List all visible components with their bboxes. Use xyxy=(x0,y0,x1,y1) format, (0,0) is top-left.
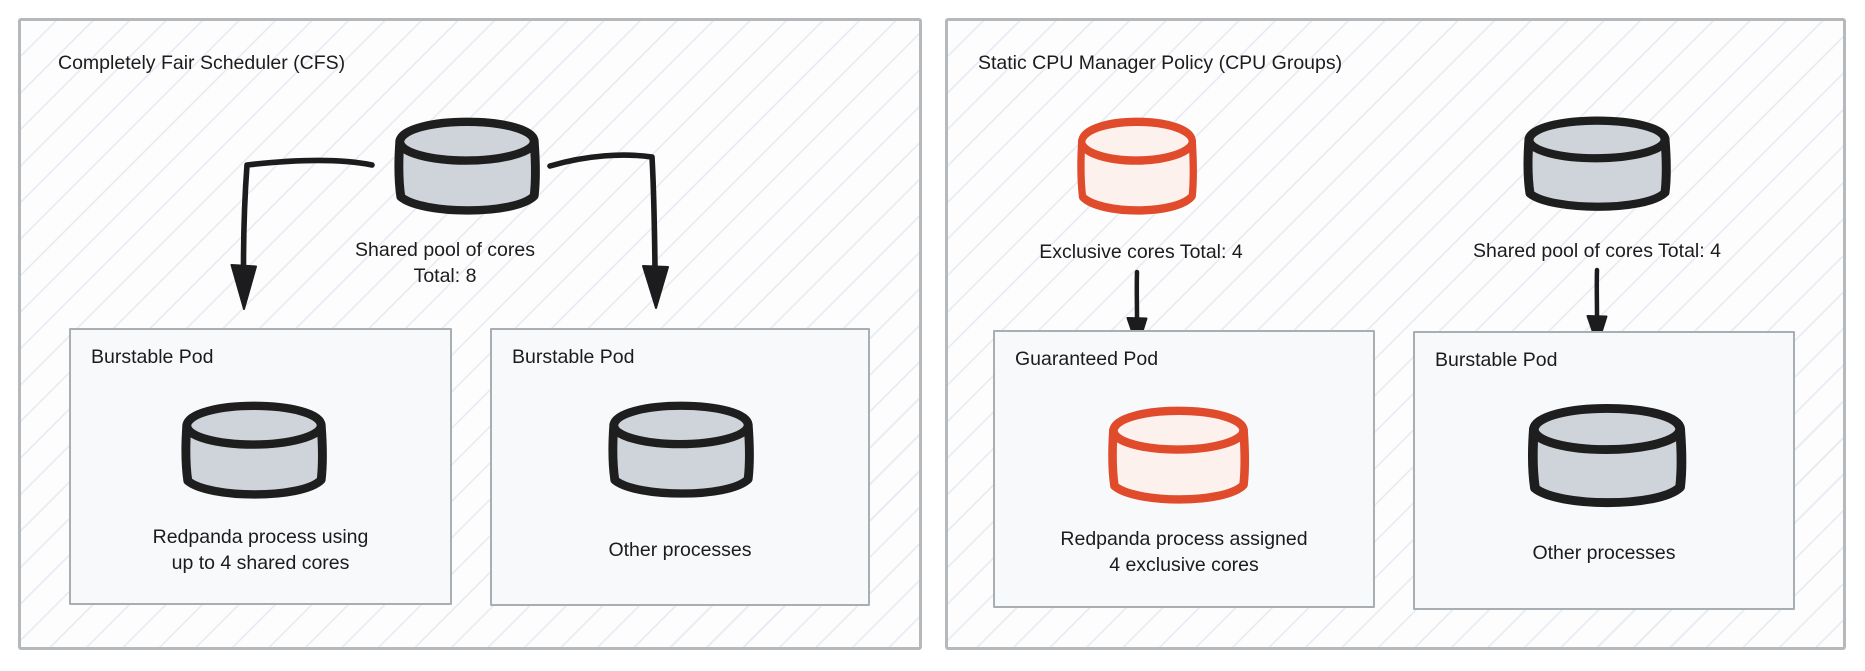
pod-caption-line1: Other processes xyxy=(608,539,752,561)
static-policy-panel-title: Static CPU Manager Policy (CPU Groups) xyxy=(978,52,1343,74)
shared-pool-cylinder-icon xyxy=(1517,112,1677,219)
cfs-elbow-arrow-left-icon xyxy=(230,157,375,310)
exclusive-cores-label: Exclusive cores Total: 4 xyxy=(1039,241,1243,263)
pod-title: Burstable Pod xyxy=(512,346,635,368)
pod-cylinder-icon xyxy=(1521,399,1693,516)
static-burstable-pod: Burstable Pod Other processes xyxy=(1413,331,1795,610)
pod-title: Burstable Pod xyxy=(91,346,214,368)
pod-cylinder-icon xyxy=(175,397,333,507)
pod-caption-line1: Other processes xyxy=(1532,542,1676,564)
cfs-shared-pool-label-line1: Shared pool of cores xyxy=(355,239,535,261)
pod-caption-line1: Redpanda process using xyxy=(152,526,369,548)
cfs-shared-pool-cylinder-icon xyxy=(388,113,546,223)
shared-pool-label: Shared pool of cores Total: 4 xyxy=(1473,240,1721,262)
cfs-shared-pool-label: Shared pool of cores Total: 8 xyxy=(295,237,595,289)
cfs-burstable-pod-other: Burstable Pod Other processes xyxy=(490,328,870,606)
pod-cylinder-icon xyxy=(1102,402,1255,512)
exclusive-cores-cylinder-icon xyxy=(1072,113,1202,223)
pod-caption: Redpanda process assigned 4 exclusive co… xyxy=(995,522,1373,582)
pod-caption-line1: Redpanda process assigned xyxy=(1060,528,1308,550)
guaranteed-pod: Guaranteed Pod Redpanda process assigned… xyxy=(993,330,1375,608)
arrow-shared-to-burstable-icon xyxy=(1586,267,1608,346)
pod-caption: Other processes xyxy=(1415,523,1793,583)
cfs-shared-pool-label-line2: Total: 8 xyxy=(413,265,477,287)
cfs-panel: Completely Fair Scheduler (CFS) Shared p… xyxy=(18,18,922,650)
pod-caption: Other processes xyxy=(492,520,868,580)
pod-caption-line2: 4 exclusive cores xyxy=(1109,554,1259,576)
cfs-burstable-pod-redpanda: Burstable Pod Redpanda process using up … xyxy=(69,328,452,605)
cfs-elbow-arrow-right-icon xyxy=(547,152,669,309)
pod-title: Burstable Pod xyxy=(1435,349,1558,371)
pod-cylinder-icon xyxy=(602,397,760,506)
pod-title: Guaranteed Pod xyxy=(1015,348,1159,370)
static-policy-panel: Static CPU Manager Policy (CPU Groups) E… xyxy=(945,18,1846,650)
pod-caption: Redpanda process using up to 4 shared co… xyxy=(71,520,450,580)
pod-caption-line2: up to 4 shared cores xyxy=(171,552,350,574)
cfs-panel-title: Completely Fair Scheduler (CFS) xyxy=(58,52,346,74)
